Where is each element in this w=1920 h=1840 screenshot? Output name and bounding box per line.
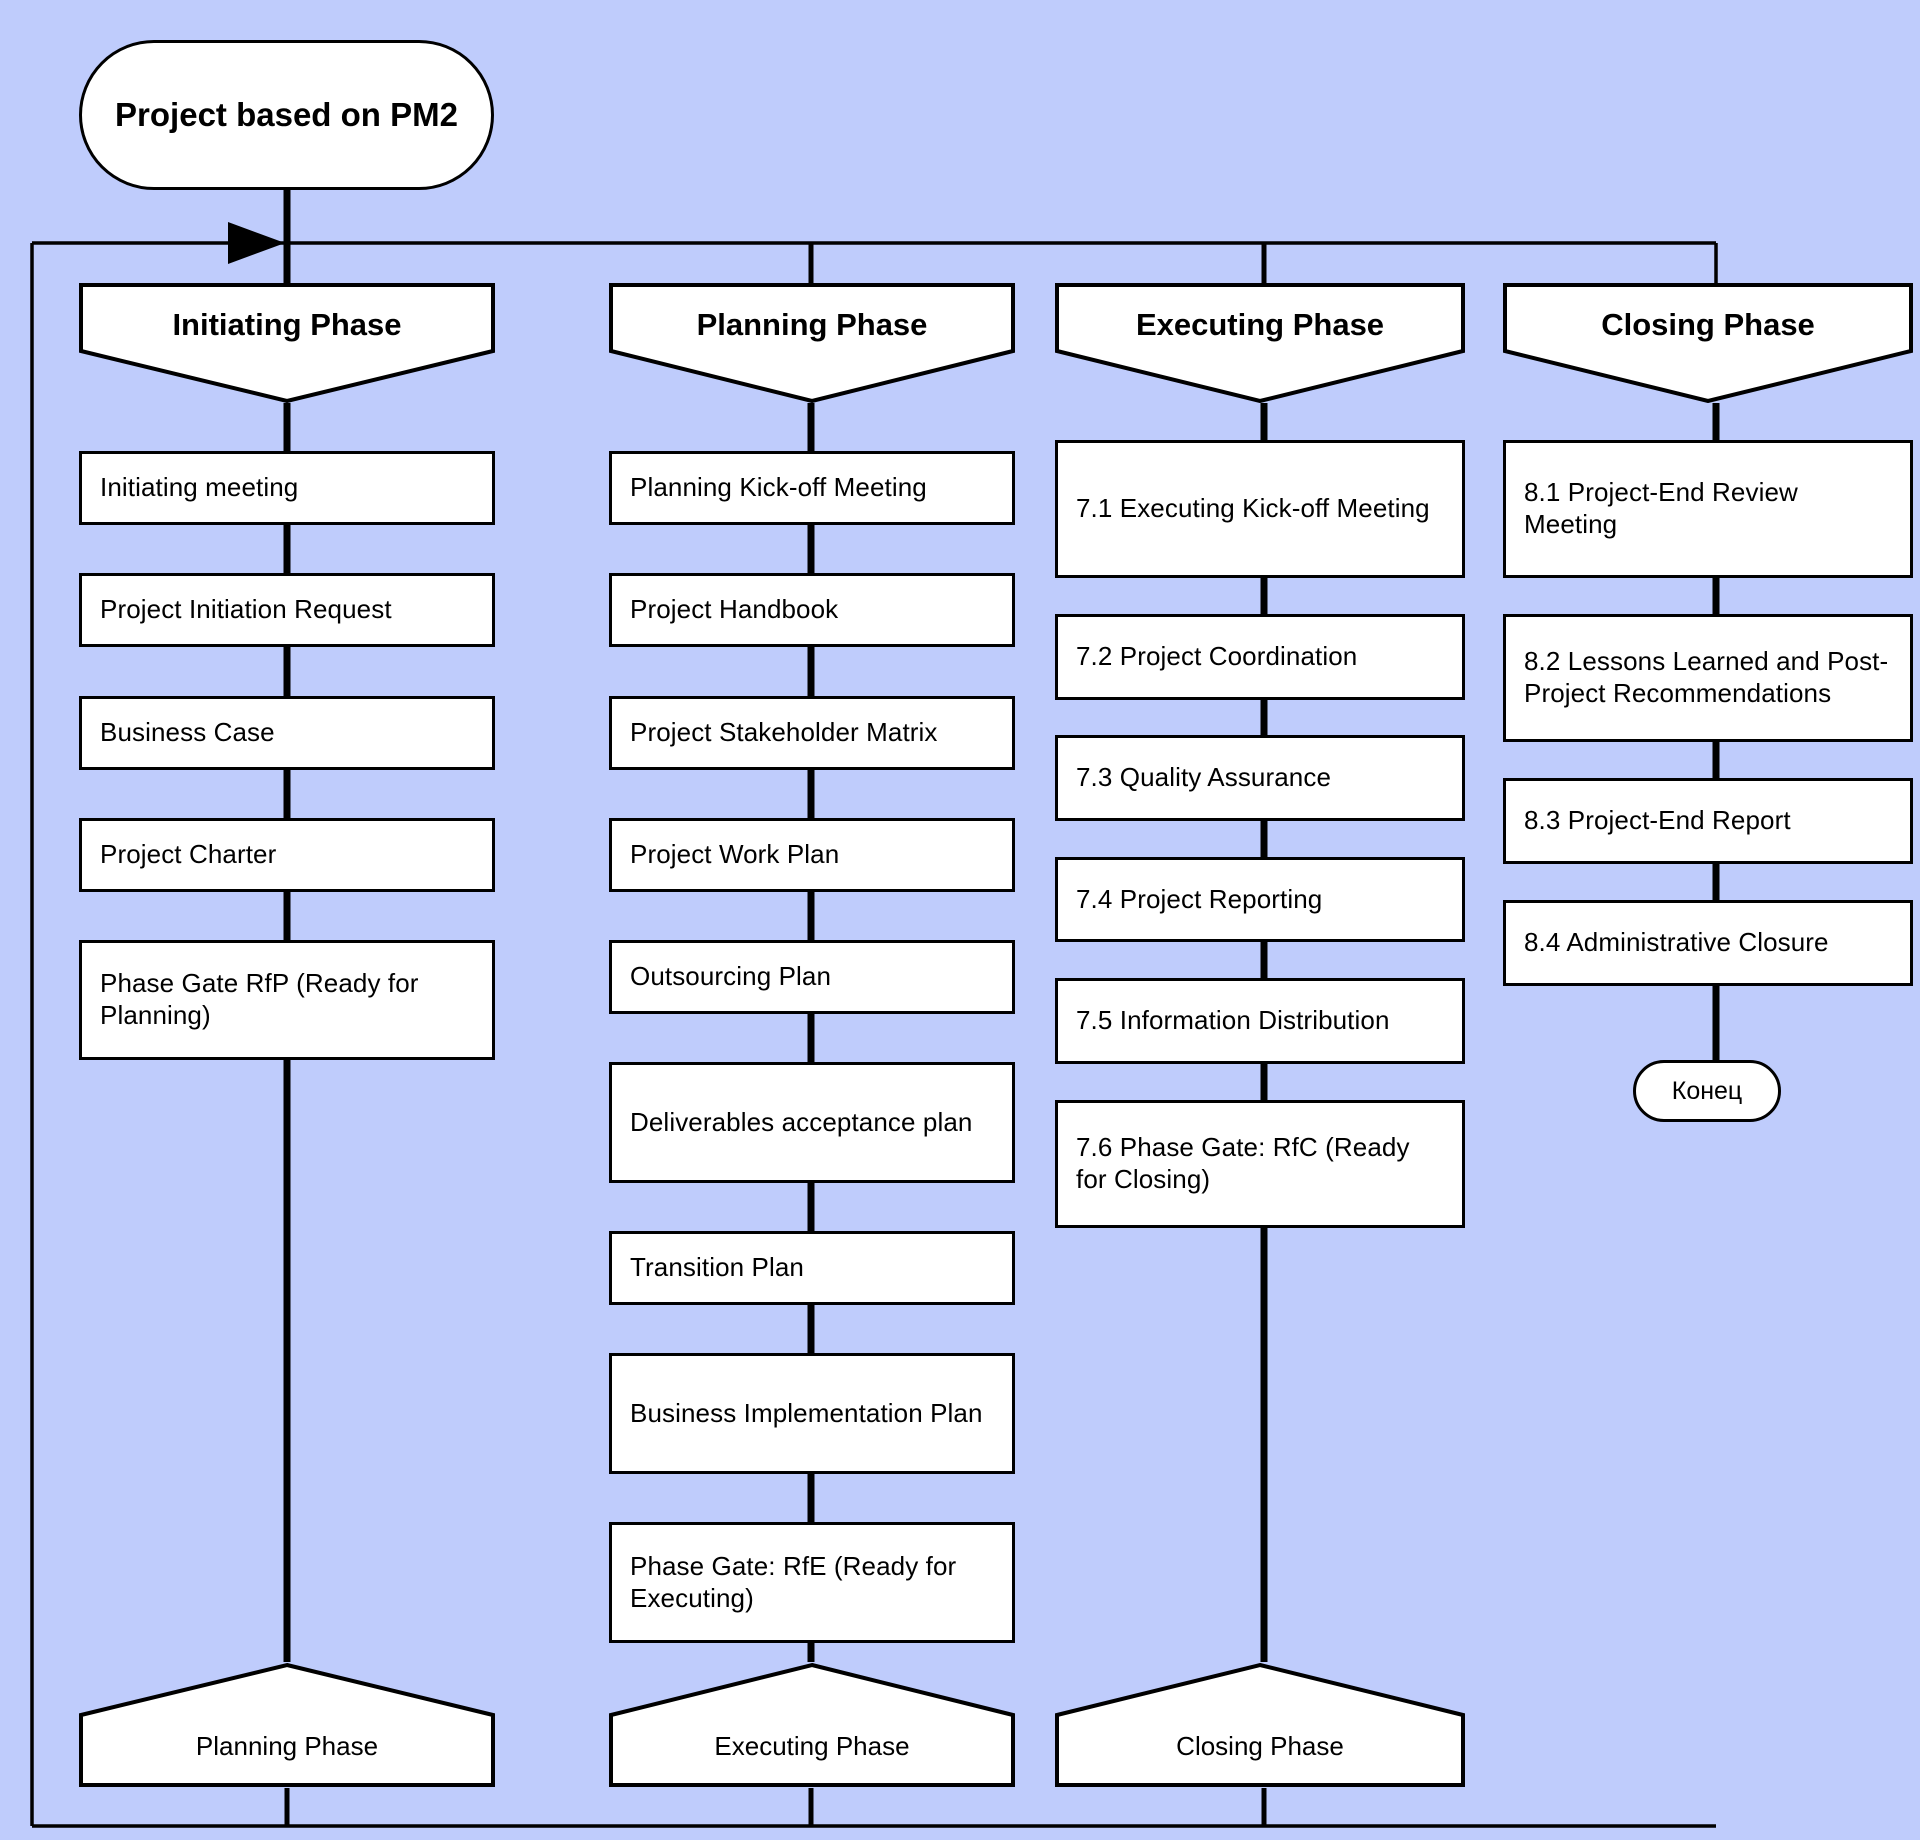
step-label: Phase Gate: RfE (Ready for Executing)	[630, 1550, 957, 1613]
step-label: 7.3 Quality Assurance	[1076, 762, 1332, 793]
phase-footer-planning[interactable]: Executing Phase	[609, 1662, 1015, 1788]
phase-header-label: Initiating Phase	[172, 307, 402, 342]
step-closing-4[interactable]: 8.4 Administrative Closure	[1503, 900, 1913, 986]
phase-header-label: Executing Phase	[1135, 307, 1385, 342]
step-initiating-2[interactable]: Project Initiation Request	[79, 573, 495, 647]
step-planning-4[interactable]: Project Work Plan	[609, 818, 1015, 892]
step-label: 8.4 Administrative Closure	[1524, 927, 1829, 958]
step-planning-8[interactable]: Business Implementation Plan	[609, 1353, 1015, 1474]
start-node[interactable]: Project based on PM2	[79, 40, 494, 190]
step-executing-3[interactable]: 7.3 Quality Assurance	[1055, 735, 1465, 821]
step-label: 7.2 Project Coordination	[1076, 641, 1358, 672]
step-label: Deliverables acceptance plan	[630, 1106, 973, 1137]
step-label: 8.3 Project-End Report	[1524, 805, 1791, 836]
step-planning-5[interactable]: Outsourcing Plan	[609, 940, 1015, 1014]
pentagon-up-shape	[79, 1662, 495, 1787]
end-node[interactable]: Конец	[1633, 1060, 1781, 1122]
phase-header-executing[interactable]: Executing Phase	[1055, 283, 1465, 403]
phase-footer-initiating[interactable]: Planning Phase	[79, 1662, 495, 1788]
step-label: Project Initiation Request	[100, 594, 392, 625]
step-label: Project Stakeholder Matrix	[630, 717, 938, 748]
chevron-down-shape	[1055, 283, 1465, 403]
step-planning-6[interactable]: Deliverables acceptance plan	[609, 1062, 1015, 1183]
pentagon-up-shape	[609, 1662, 1015, 1787]
end-node-label: Конец	[1671, 1076, 1743, 1105]
phase-footer-label: Closing Phase	[1176, 1731, 1344, 1761]
step-label: Planning Kick-off Meeting	[630, 472, 927, 503]
step-planning-2[interactable]: Project Handbook	[609, 573, 1015, 647]
step-label: 7.5 Information Distribution	[1076, 1005, 1390, 1036]
step-executing-5[interactable]: 7.5 Information Distribution	[1055, 978, 1465, 1064]
chevron-down-shape	[1503, 283, 1913, 403]
step-executing-6[interactable]: 7.6 Phase Gate: RfC (Ready for Closing)	[1055, 1100, 1465, 1228]
chevron-down-shape	[609, 283, 1015, 403]
step-initiating-5[interactable]: Phase Gate RfP (Ready for Planning)	[79, 940, 495, 1060]
step-label: Business Implementation Plan	[630, 1397, 983, 1428]
step-initiating-4[interactable]: Project Charter	[79, 818, 495, 892]
step-closing-1[interactable]: 8.1 Project-End Review Meeting	[1503, 440, 1913, 578]
step-label: Project Work Plan	[630, 839, 840, 870]
step-planning-1[interactable]: Planning Kick-off Meeting	[609, 451, 1015, 525]
step-label: Initiating meeting	[100, 472, 299, 503]
step-label: Project Charter	[100, 839, 277, 870]
phase-footer-label: Executing Phase	[714, 1731, 910, 1761]
step-label: Project Handbook	[630, 594, 839, 625]
step-label: Phase Gate RfP (Ready for Planning)	[100, 968, 419, 1030]
step-label: 7.1 Executing Kick-off Meeting	[1076, 493, 1430, 524]
step-planning-3[interactable]: Project Stakeholder Matrix	[609, 696, 1015, 770]
step-closing-3[interactable]: 8.3 Project-End Report	[1503, 778, 1913, 864]
phase-header-label: Planning Phase	[696, 307, 928, 342]
step-initiating-3[interactable]: Business Case	[79, 696, 495, 770]
phase-header-initiating[interactable]: Initiating Phase	[79, 283, 495, 403]
phase-footer-label: Planning Phase	[195, 1731, 379, 1761]
step-label: Business Case	[100, 717, 275, 748]
pentagon-up-shape	[1055, 1662, 1465, 1787]
step-executing-2[interactable]: 7.2 Project Coordination	[1055, 614, 1465, 700]
start-node-label: Project based on PM2	[115, 95, 458, 133]
step-label: Outsourcing Plan	[630, 961, 832, 992]
routing-arrowhead	[228, 222, 285, 264]
phase-footer-executing[interactable]: Closing Phase	[1055, 1662, 1465, 1788]
step-planning-7[interactable]: Transition Plan	[609, 1231, 1015, 1305]
step-executing-4[interactable]: 7.4 Project Reporting	[1055, 857, 1465, 942]
step-planning-9[interactable]: Phase Gate: RfE (Ready for Executing)	[609, 1522, 1015, 1643]
phase-header-label: Closing Phase	[1601, 307, 1815, 342]
phase-header-planning[interactable]: Planning Phase	[609, 283, 1015, 403]
phase-header-closing[interactable]: Closing Phase	[1503, 283, 1913, 403]
step-label: 8.2 Lessons Learned and Post-Project Rec…	[1524, 646, 1889, 708]
chevron-down-shape	[79, 283, 495, 403]
step-executing-1[interactable]: 7.1 Executing Kick-off Meeting	[1055, 440, 1465, 578]
step-label: Transition Plan	[630, 1252, 804, 1283]
step-label: 7.6 Phase Gate: RfC (Ready for Closing)	[1076, 1132, 1410, 1194]
step-label: 7.4 Project Reporting	[1076, 883, 1323, 914]
step-closing-2[interactable]: 8.2 Lessons Learned and Post-Project Rec…	[1503, 614, 1913, 742]
step-initiating-1[interactable]: Initiating meeting	[79, 451, 495, 525]
step-label: 8.1 Project-End Review Meeting	[1524, 477, 1798, 539]
